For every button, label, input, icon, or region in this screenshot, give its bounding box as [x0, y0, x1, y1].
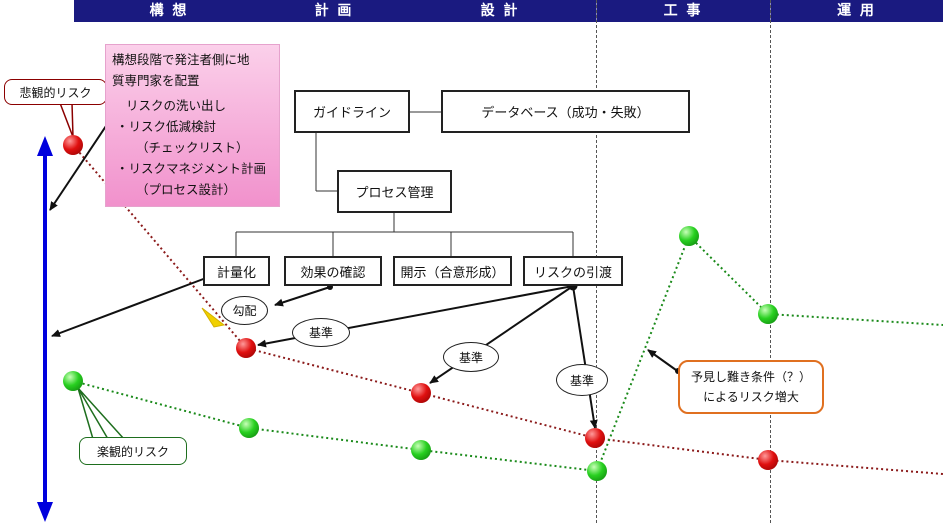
guideline-label: ガイドライン [312, 106, 391, 121]
unexpected-conditions-callout: 予見し難き条件（？） によるリスク増大 [678, 360, 824, 414]
standard-oval: 基準 [556, 364, 608, 396]
pessimistic-risk-callout: 悲観的リスク [4, 79, 107, 105]
disclosure-box: 開示（合意形成） [393, 256, 512, 286]
standard-oval: 基準 [292, 318, 350, 347]
pessimistic-point [585, 428, 605, 448]
concept-note-line1: 構想段階で発注者側に地 [112, 52, 250, 67]
process-management-label: プロセス管理 [355, 186, 434, 201]
standard-oval: 基準 [443, 342, 499, 372]
quantify-box: 計量化 [203, 256, 270, 286]
standard-label: 基準 [569, 373, 594, 388]
optimistic-point [679, 226, 699, 246]
disclosure-label: 開示（合意形成） [400, 265, 505, 281]
pessimistic-risk-line [72, 144, 943, 475]
phase-operation: 運 用 [837, 3, 876, 19]
phase-planning: 計 画 [314, 3, 354, 19]
pessimistic-point [758, 450, 778, 470]
concept-item-risk-reduction: ・リスク低減検討 [116, 119, 217, 134]
gradient-oval: 勾配 [221, 296, 268, 325]
concept-item-checklist: （チェックリスト） [136, 140, 249, 155]
phase-header [74, 0, 943, 22]
effect-check-label: 効果の確認 [300, 265, 366, 281]
concept-note-line2: 質専門家を配置 [112, 73, 200, 88]
phase-concept: 構 想 [149, 3, 189, 19]
concept-item-risk-identification: リスクの洗い出し [126, 98, 227, 113]
optimistic-point [239, 418, 259, 438]
quantify-label: 計量化 [216, 265, 256, 281]
optimistic-point [587, 461, 607, 481]
unexpected-line1: 予見し難き条件（？） [690, 370, 811, 384]
pessimistic-point [411, 383, 431, 403]
risk-handover-box: リスクの引渡 [523, 256, 623, 286]
risk-handover-label: リスクの引渡 [533, 265, 612, 281]
phase-construction: 工 事 [663, 3, 703, 19]
concept-phase-note: 構想段階で発注者側に地 質専門家を配置 リスクの洗い出し ・リスク低減検討 （チ… [105, 44, 280, 207]
optimistic-risk-label: 楽観的リスク [96, 444, 169, 459]
pessimistic-point [236, 338, 256, 358]
pessimistic-risk-label: 悲観的リスク [19, 85, 92, 100]
optimistic-point [411, 440, 431, 460]
optimistic-point [63, 371, 83, 391]
standard-label: 基準 [308, 326, 333, 340]
concept-item-process-design: （プロセス設計） [136, 182, 237, 197]
unexpected-line2: によるリスク増大 [703, 390, 799, 404]
warning-marker [201, 307, 226, 328]
phase-design: 設 計 [480, 3, 520, 19]
guideline-box: ガイドライン [294, 90, 410, 133]
optimistic-point [758, 304, 778, 324]
gradient-label: 勾配 [232, 304, 257, 318]
phase-boundary-line [770, 0, 771, 523]
database-label: データベース（成功・失敗） [481, 106, 650, 121]
process-management-box: プロセス管理 [337, 170, 452, 213]
pessimistic-point [63, 135, 83, 155]
concept-item-risk-plan: ・リスクマネジメント計画 [116, 161, 267, 176]
optimistic-risk-callout: 楽観的リスク [79, 437, 187, 465]
database-box: データベース（成功・失敗） [441, 90, 690, 133]
effect-check-box: 効果の確認 [284, 256, 382, 286]
standard-label: 基準 [458, 350, 483, 365]
